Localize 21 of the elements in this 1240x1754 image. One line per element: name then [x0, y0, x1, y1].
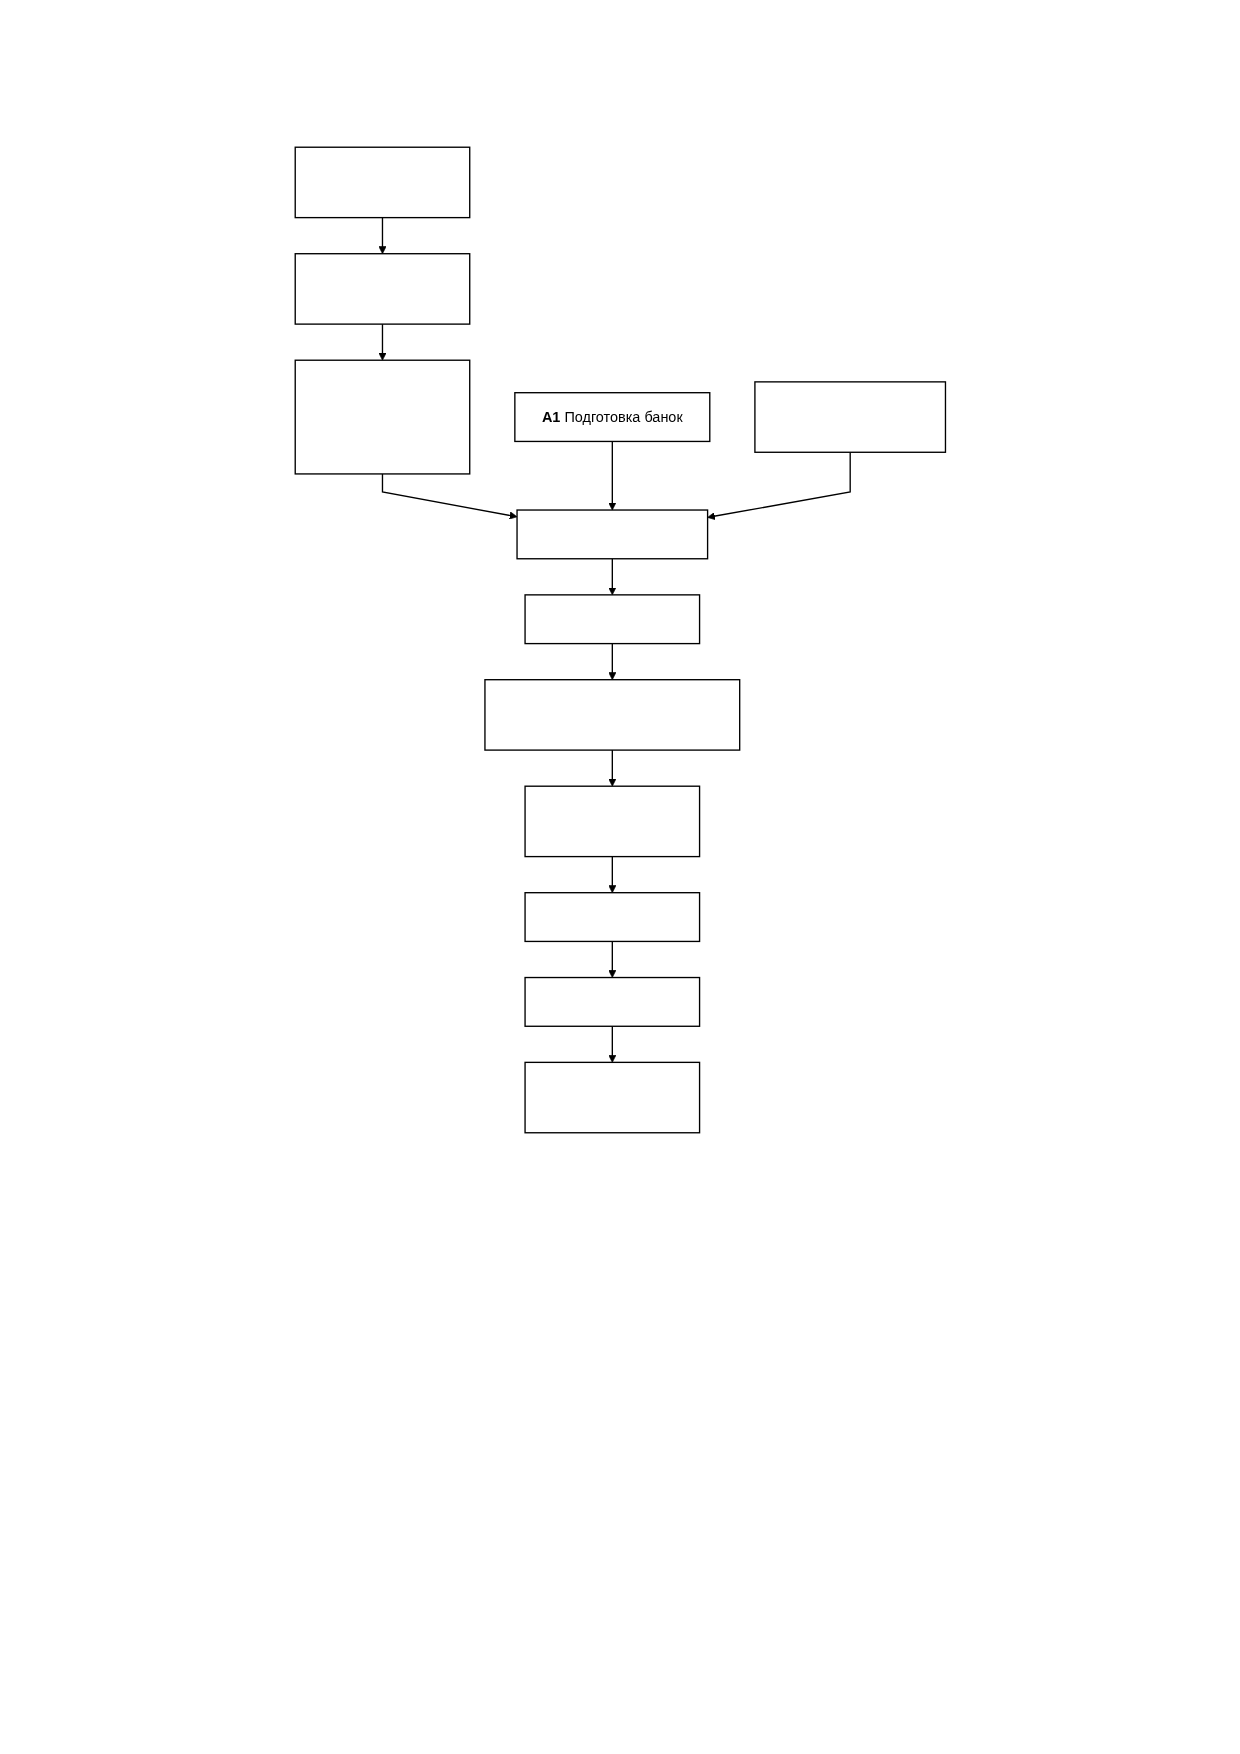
arrow [378, 323, 387, 361]
arrow [608, 642, 616, 681]
node-box [524, 1061, 700, 1134]
node-box [524, 892, 700, 943]
node-box [294, 146, 471, 219]
arrow [608, 440, 616, 511]
arrow [608, 749, 616, 787]
arrow [608, 855, 616, 894]
node-box [516, 509, 708, 560]
arrow [378, 216, 387, 255]
node-box [483, 679, 741, 751]
arrow [608, 558, 616, 596]
node-box [753, 381, 946, 453]
arrow [608, 940, 616, 978]
node-box [294, 253, 471, 325]
node-box [524, 976, 700, 1027]
node-box [524, 785, 700, 858]
node-box [524, 594, 700, 645]
node-box: A1 Подготовка банок [513, 392, 711, 443]
arrow [608, 1025, 616, 1063]
node-box [294, 359, 471, 475]
